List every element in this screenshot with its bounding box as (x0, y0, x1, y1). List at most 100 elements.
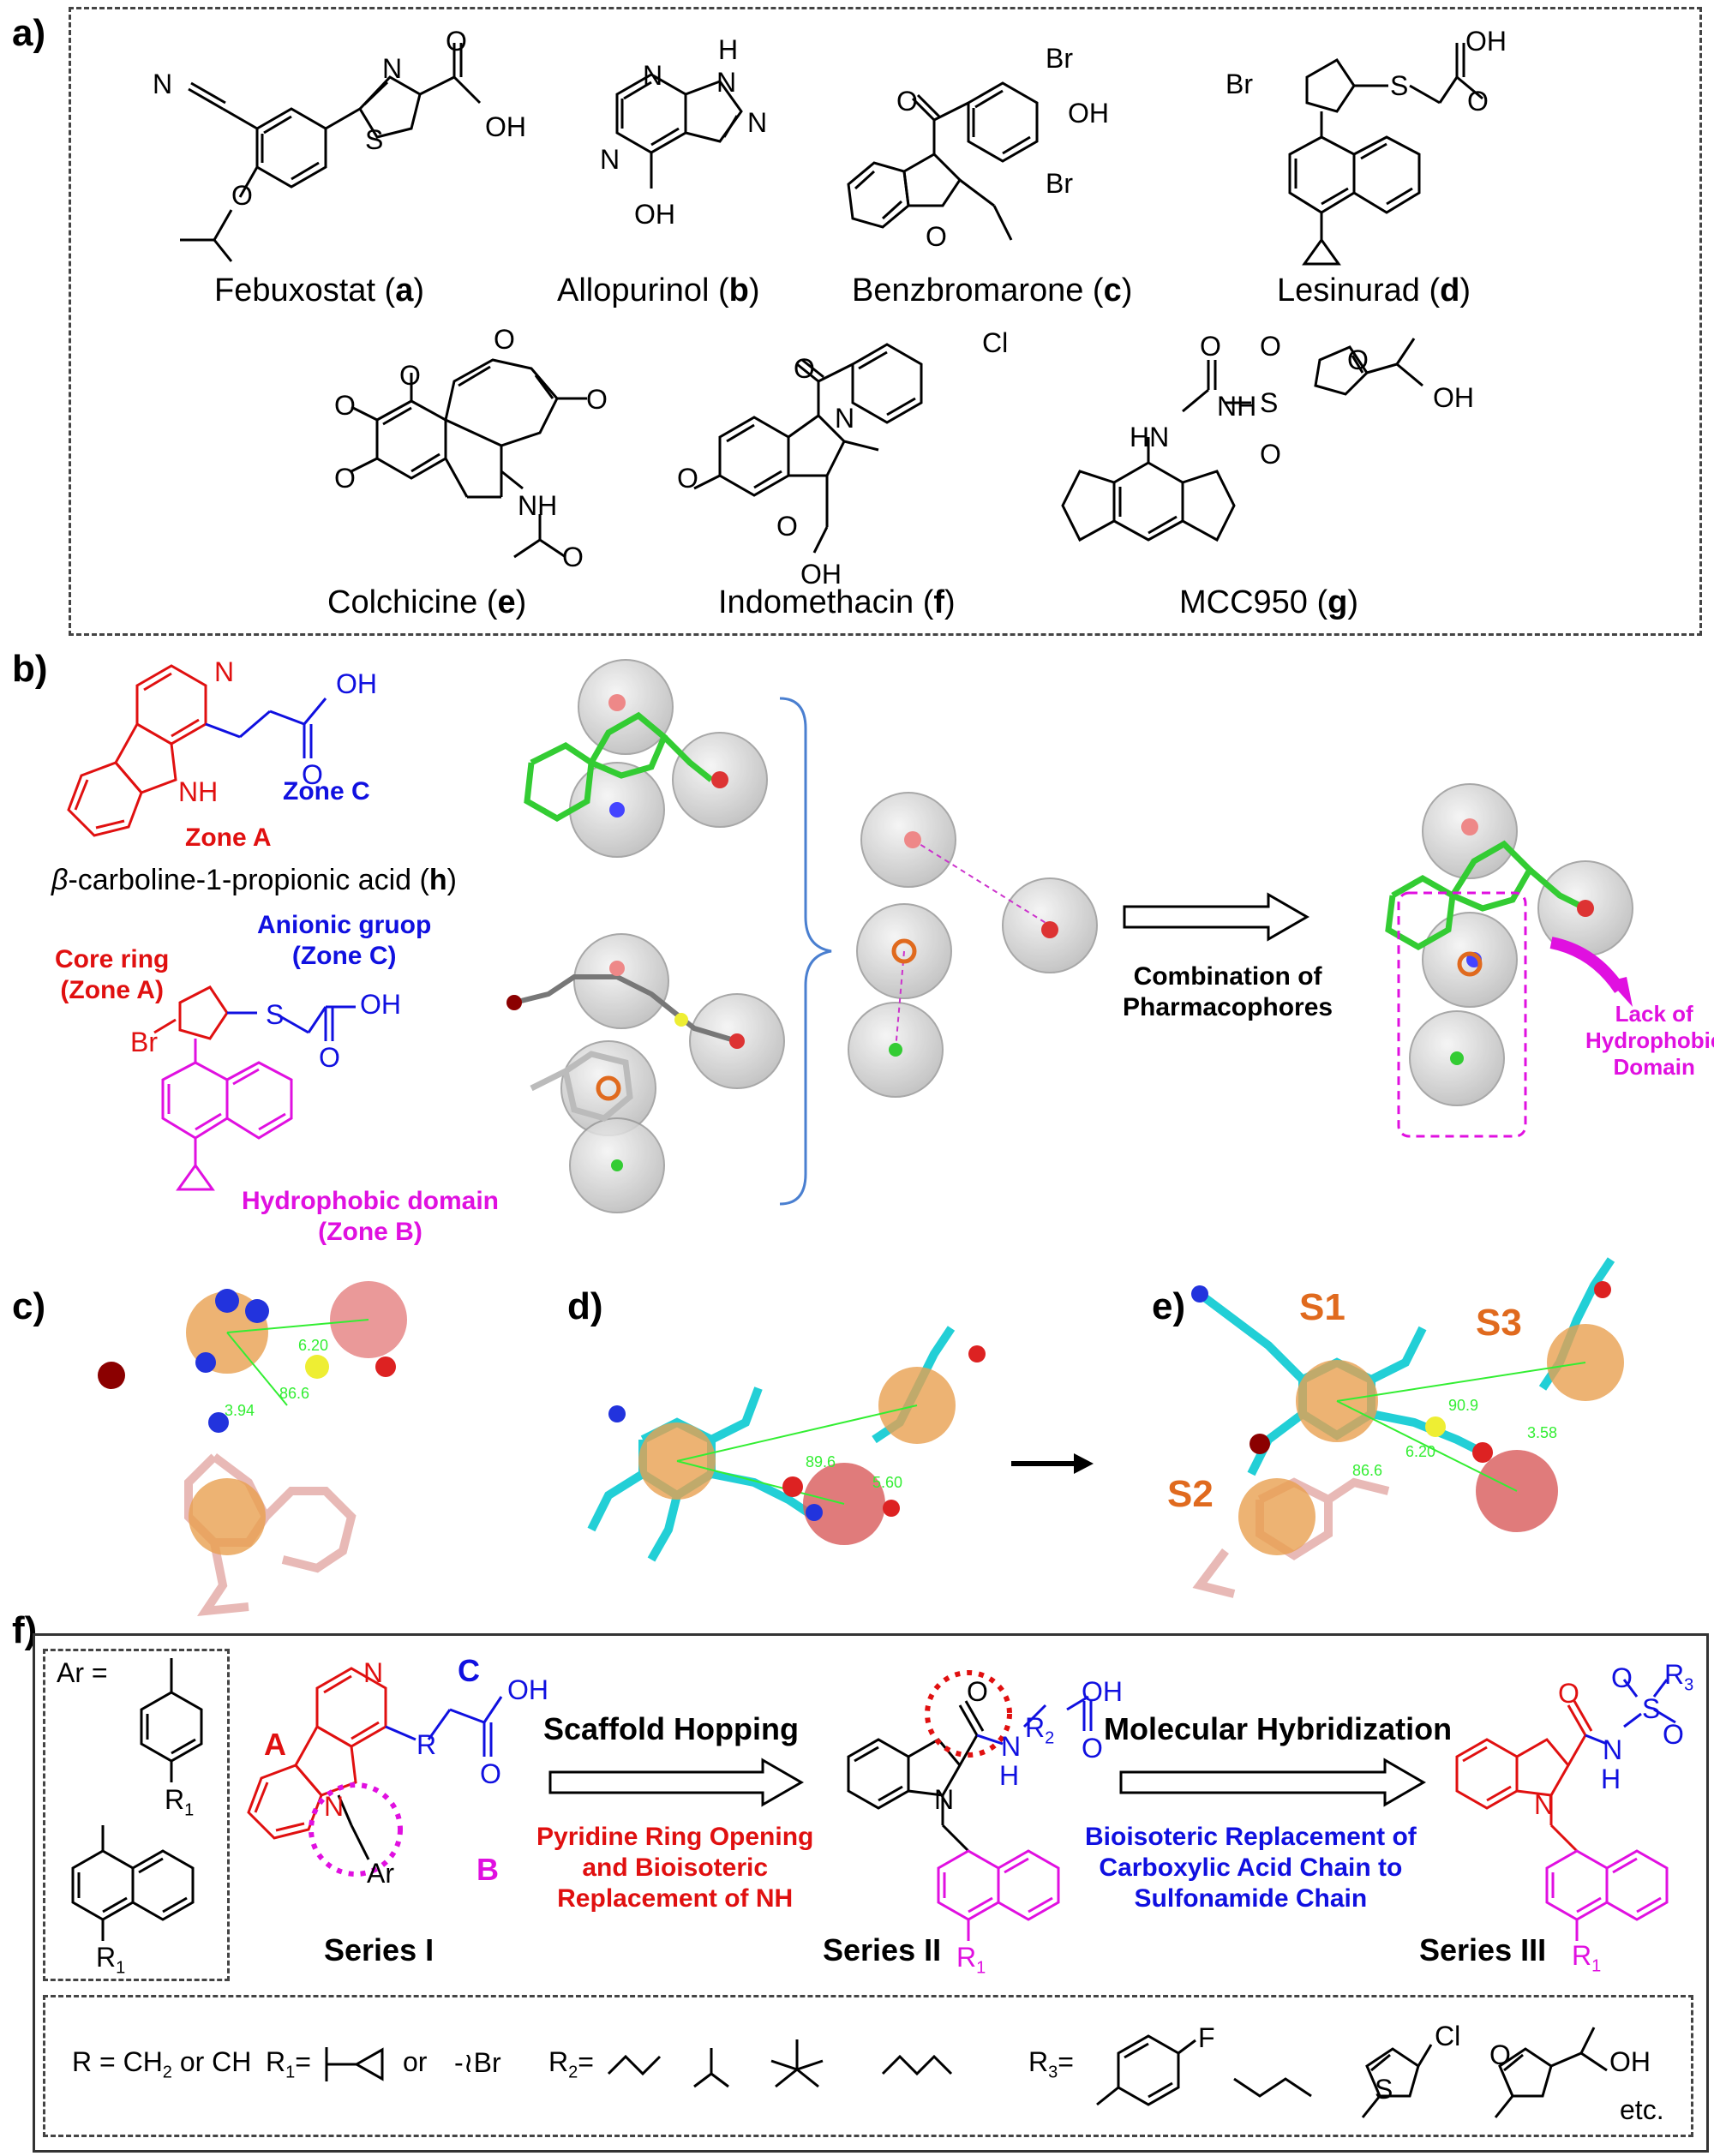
colchicine-o4: O (494, 324, 515, 355)
lesinurad-colored-structure (153, 985, 356, 1191)
indomethacin-n: N (835, 403, 855, 434)
r3-definition: R3= (1028, 2046, 1074, 2082)
allopurinol-caption: Allopurinol (b) (557, 272, 760, 308)
panel-c-letter: c) (12, 1285, 46, 1327)
r3-cl: Cl (1435, 2021, 1461, 2051)
series-3-o1: O (1611, 1662, 1633, 1693)
colchicine-nh: NH (518, 490, 558, 521)
series-2-r2: R2 (1025, 1712, 1055, 1748)
r3-s: S (1375, 2074, 1393, 2105)
series-3-n-amide: N (1603, 1734, 1623, 1765)
series-3-n: N (1534, 1789, 1555, 1820)
lesinurad-structure (1288, 43, 1483, 266)
combined-pharmacophore (848, 792, 1098, 1098)
mcc950-o2: O (1260, 331, 1281, 362)
panel-a-frame (69, 7, 1702, 636)
colchicine-o3: O (334, 463, 356, 494)
lesinurad-colored-o: O (319, 1042, 340, 1073)
colchicine-o6: O (562, 542, 584, 572)
panel-e-d4: 86.6 (1352, 1462, 1383, 1479)
r3-etc: etc. (1620, 2094, 1664, 2125)
beta-carboline-n: N (214, 656, 235, 687)
febuxostat-s: S (365, 124, 384, 155)
s3-label: S3 (1476, 1302, 1522, 1344)
series-2-o: O (967, 1676, 988, 1707)
panel-c-dist1: 6.20 (298, 1337, 329, 1354)
panel-e-letter: e) (1152, 1285, 1186, 1327)
series-2-h: H (999, 1760, 1020, 1791)
bracket (779, 697, 832, 1206)
lesinurad-colored-oh: OH (360, 989, 401, 1020)
series-1-o: O (480, 1758, 501, 1789)
series-1-label-b: B (476, 1852, 499, 1887)
febuxostat-o2: O (446, 26, 467, 57)
substituent-definition-box (43, 1995, 1693, 2137)
r1-cyclopropyl (325, 2047, 384, 2081)
beta-carboline-caption: β-carboline-1-propionic acid (h) (51, 864, 457, 896)
panel-f-frame (33, 1633, 1709, 2153)
pharmacophore-3d-models (506, 659, 785, 1213)
mcc950-oh: OH (1433, 382, 1474, 413)
s2-label: S2 (1167, 1473, 1214, 1515)
hydrophobic-domain-label: Hydrophobic domain(Zone B) (242, 1187, 499, 1246)
benzbromarone-structure (847, 81, 1039, 241)
febuxostat-oh: OH (485, 111, 526, 142)
febuxostat-n: N (153, 69, 173, 99)
lesinurad-br: Br (1226, 69, 1253, 99)
panel-e-d3: 6.20 (1405, 1443, 1436, 1460)
beta-carboline-nh: NH (178, 776, 219, 807)
series-2-n-amide: N (1001, 1731, 1022, 1762)
mcc950-o1: O (1200, 331, 1221, 362)
r3-oh: OH (1609, 2046, 1651, 2077)
r-definition: R = CH2 or CH (72, 2046, 252, 2082)
molecular-hybridization-label: Molecular Hybridization (1104, 1711, 1453, 1746)
mcc950-caption: MCC950 (g) (1179, 584, 1359, 620)
ar-definition-box (43, 1649, 230, 1981)
molecular-hybridization-arrow (1119, 1758, 1426, 1807)
series-1-n1: N (363, 1657, 384, 1688)
colchicine-structure (351, 358, 587, 559)
benzbromarone-o2: O (926, 221, 947, 252)
series-1-ar: Ar (367, 1858, 394, 1889)
combination-arrow (1123, 892, 1309, 942)
febuxostat-o: O (231, 180, 253, 211)
anionic-group-label: Anionic gruop(Zone C) (257, 911, 432, 970)
benzbromarone-oh: OH (1068, 98, 1109, 129)
series-3-structure (1455, 1679, 1676, 1941)
zone-c-label: Zone C (283, 777, 370, 806)
panel-d-dist1: 89.6 (806, 1453, 836, 1470)
panel-e-d2: 3.58 (1527, 1424, 1558, 1441)
lack-hydrophobic-model (1385, 783, 1633, 1138)
panel-d-letter: d) (567, 1285, 603, 1327)
series-2-structure (847, 1670, 1093, 1941)
r1-or: or (403, 2046, 428, 2077)
febuxostat-structure (180, 43, 482, 262)
series-3-r1: R1 (1572, 1940, 1602, 1976)
lesinurad-oh: OH (1465, 26, 1507, 57)
panel-c-model (98, 1281, 407, 1617)
series-3-o: O (1558, 1678, 1579, 1709)
r3-f: F (1198, 2022, 1215, 2053)
allopurinol-oh: OH (634, 199, 675, 230)
series-1-structure (247, 1667, 503, 1877)
series-3-o2: O (1663, 1719, 1684, 1750)
r2-definition: R2= (548, 2046, 594, 2082)
mcc950-hn: HN (1130, 422, 1170, 452)
series-2-label: Series II (823, 1932, 942, 1967)
r3-options (1096, 2027, 1608, 2118)
colchicine-o5: O (586, 384, 608, 415)
scaffold-hopping-label: Scaffold Hopping (543, 1711, 799, 1746)
febuxostat-caption: Febuxostat (a) (214, 272, 425, 308)
zone-a-label: Zone A (185, 823, 272, 852)
d-to-e-arrow (1011, 1453, 1094, 1474)
panel-a-letter: a) (12, 12, 46, 54)
allopurinol-n4: N (747, 107, 768, 138)
series-2-n: N (934, 1784, 955, 1815)
panel-e-model (1191, 1257, 1624, 1598)
beta-carboline-oh: OH (336, 668, 377, 699)
indomethacin-o1: O (794, 353, 815, 384)
indomethacin-cl: Cl (982, 327, 1009, 358)
panel-c-dist2: 86.6 (279, 1385, 310, 1402)
indomethacin-oh: OH (800, 559, 842, 590)
